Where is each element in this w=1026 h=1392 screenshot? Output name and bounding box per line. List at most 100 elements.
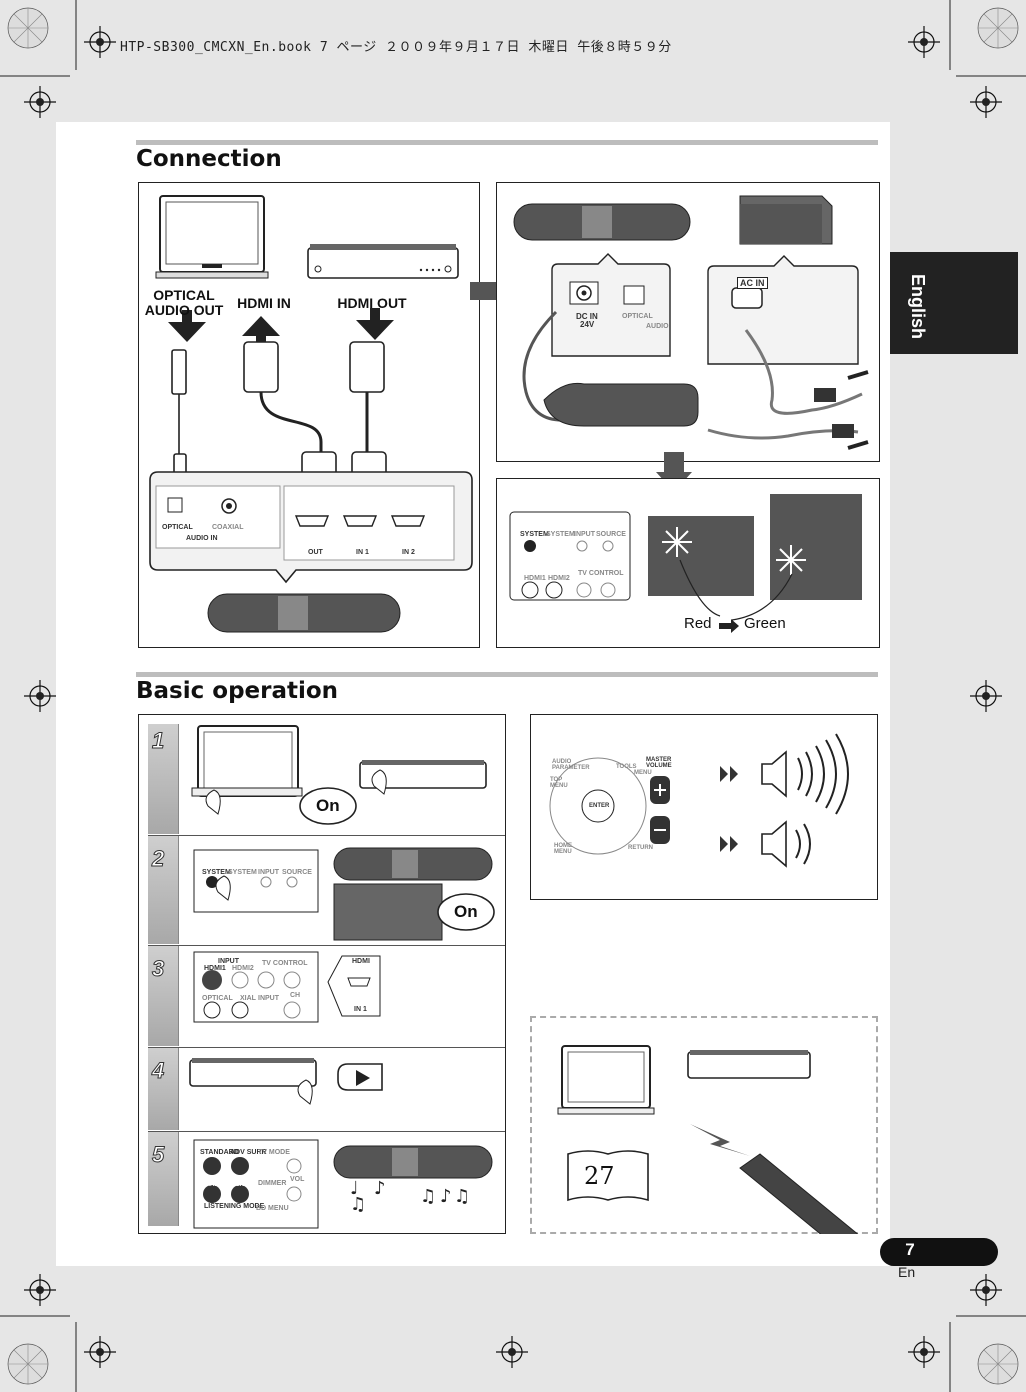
page-margin-right bbox=[890, 0, 1026, 1392]
step5-bd-menu-label: BD MENU bbox=[256, 1205, 289, 1212]
hdmi-out-label: HDMI OUT bbox=[337, 295, 407, 311]
step3-hdmi2-label: HDMI2 bbox=[232, 965, 254, 972]
step3-ch-label: CH bbox=[290, 992, 301, 999]
step3-coaxial-label: XIAL bbox=[240, 995, 256, 1002]
port-in1-label: IN 1 bbox=[356, 549, 369, 556]
ac-in-label: AC IN bbox=[737, 277, 768, 289]
reference-illustration bbox=[557, 1045, 859, 1234]
master-volume-label: MASTER VOLUME bbox=[646, 757, 672, 769]
step-bar bbox=[148, 1048, 179, 1130]
page-margin-top bbox=[0, 0, 1026, 122]
step-divider bbox=[148, 1047, 505, 1048]
step3-input2-label: INPUT bbox=[258, 995, 279, 1002]
step5-listening-mode-label: LISTENING MODE bbox=[204, 1203, 265, 1210]
step5-tv-mode-label: TV MODE bbox=[258, 1149, 290, 1156]
tv-icon bbox=[155, 195, 269, 279]
jack-coaxial-label: COAXIAL bbox=[212, 524, 244, 531]
status-hdmi1-label: HDMI1 bbox=[524, 575, 546, 582]
step2-source-label: SOURCE bbox=[282, 869, 312, 876]
steps-illustration: ♩♪♫ ♫♪♫ bbox=[189, 725, 495, 1229]
audio-label: AUDIO bbox=[646, 323, 669, 330]
section-rule bbox=[136, 140, 878, 145]
step-number: 2 bbox=[151, 846, 165, 872]
enter-label: ENTER bbox=[589, 803, 610, 809]
step5-stereo-alc-label: STEREO/ A.L.C. bbox=[230, 1176, 257, 1188]
hdmi-in-label: HDMI IN bbox=[237, 295, 291, 311]
status-system2-label: SYSTEM bbox=[546, 531, 575, 538]
step5-dimmer-label: DIMMER bbox=[258, 1180, 287, 1187]
status-system-label: SYSTEM bbox=[520, 531, 549, 538]
step-bar bbox=[148, 946, 179, 1046]
optical-label: OPTICAL bbox=[622, 313, 653, 320]
page-number: 7 bbox=[905, 1240, 915, 1259]
dc-in-label: DC IN bbox=[576, 312, 598, 321]
page-margin-bottom bbox=[0, 1266, 1026, 1392]
status-illustration bbox=[509, 494, 862, 621]
step1-on-bubble: On bbox=[316, 796, 340, 815]
menu-label: MENU bbox=[634, 770, 652, 776]
status-green-label: Green bbox=[744, 615, 786, 632]
step5-standard-label: STANDARD bbox=[200, 1149, 239, 1156]
page-number-pill bbox=[880, 1238, 998, 1266]
step5-adv-surr-label: ADV SURR bbox=[230, 1149, 267, 1156]
dc-volt-label: 24V bbox=[580, 320, 595, 329]
step2-on-bubble: On bbox=[454, 902, 478, 921]
status-input-label: INPUT bbox=[574, 531, 595, 538]
svg-text:♪: ♪ bbox=[374, 1178, 386, 1199]
svg-text:♫: ♫ bbox=[420, 1186, 436, 1207]
home-menu-label: HOME MENU bbox=[554, 843, 572, 855]
top-menu-label: TOP MENU bbox=[550, 777, 568, 789]
step3-hdmi-label: HDMI bbox=[352, 958, 370, 965]
svg-text:♫: ♫ bbox=[350, 1194, 366, 1215]
step-divider bbox=[148, 945, 505, 946]
step-bar bbox=[148, 1132, 179, 1226]
status-tv-control-label: TV CONTROL bbox=[578, 570, 624, 577]
arrow-right-small-icon bbox=[719, 619, 739, 633]
port-out-label: OUT bbox=[308, 549, 323, 556]
language-tab bbox=[890, 252, 1018, 354]
audio-parameter-label: AUDIO PARAMETER bbox=[552, 759, 590, 771]
language-tab-label: English bbox=[908, 274, 928, 340]
step3-hdmi1-label: HDMI1 bbox=[204, 965, 226, 972]
volume-illustration bbox=[549, 733, 849, 868]
reference-panel bbox=[530, 1016, 878, 1234]
step-bar bbox=[148, 836, 179, 944]
port-in2-label: IN 2 bbox=[402, 549, 415, 556]
step3-input-label: INPUT bbox=[218, 958, 239, 965]
status-red-label: Red bbox=[684, 615, 712, 632]
status-source-label: SOURCE bbox=[596, 531, 626, 538]
step5-auto-direct-label: AUTO/ DIRECT bbox=[204, 1176, 227, 1188]
tools-label: TOOLS bbox=[616, 764, 637, 770]
jack-optical-label: OPTICAL bbox=[162, 524, 193, 531]
step-number: 1 bbox=[151, 728, 165, 754]
svg-text:♩: ♩ bbox=[350, 1178, 359, 1199]
section-rule bbox=[136, 672, 878, 677]
step2-system2-label: SYSTEM bbox=[228, 869, 257, 876]
bd-player-icon bbox=[307, 244, 459, 279]
step3-tv-control-label: TV CONTROL bbox=[262, 960, 308, 967]
connection-title: Connection bbox=[136, 146, 282, 172]
language-code: En bbox=[898, 1264, 916, 1280]
print-file-header: HTP-SB300_CMCXN_En.book 7 ページ ２００９年９月１７日… bbox=[120, 40, 672, 55]
step2-system-label: SYSTEM bbox=[202, 869, 231, 876]
step3-in1-label: IN 1 bbox=[354, 1006, 367, 1013]
return-label: RETURN bbox=[628, 845, 653, 851]
step-number: 5 bbox=[151, 1142, 165, 1168]
power-connection-illustration bbox=[513, 195, 869, 450]
status-hdmi2-label: HDMI2 bbox=[548, 575, 570, 582]
step5-vol-label: VOL bbox=[290, 1176, 305, 1183]
step2-input-label: INPUT bbox=[258, 869, 279, 876]
step-divider bbox=[148, 1131, 505, 1132]
reference-page-number: 27 bbox=[584, 1162, 615, 1190]
audio-in-label: AUDIO IN bbox=[186, 535, 218, 542]
step-bar bbox=[148, 724, 179, 834]
svg-text:♫: ♫ bbox=[454, 1186, 470, 1207]
step3-optical-label: OPTICAL bbox=[202, 995, 233, 1002]
svg-text:♪: ♪ bbox=[440, 1186, 452, 1207]
optical-audio-out-label: OPTICAL AUDIO OUT bbox=[144, 287, 224, 318]
basic-operation-title: Basic operation bbox=[136, 678, 339, 704]
step-number: 4 bbox=[151, 1058, 165, 1084]
connection-cable-illustration bbox=[149, 195, 473, 633]
step-number: 3 bbox=[151, 956, 165, 982]
